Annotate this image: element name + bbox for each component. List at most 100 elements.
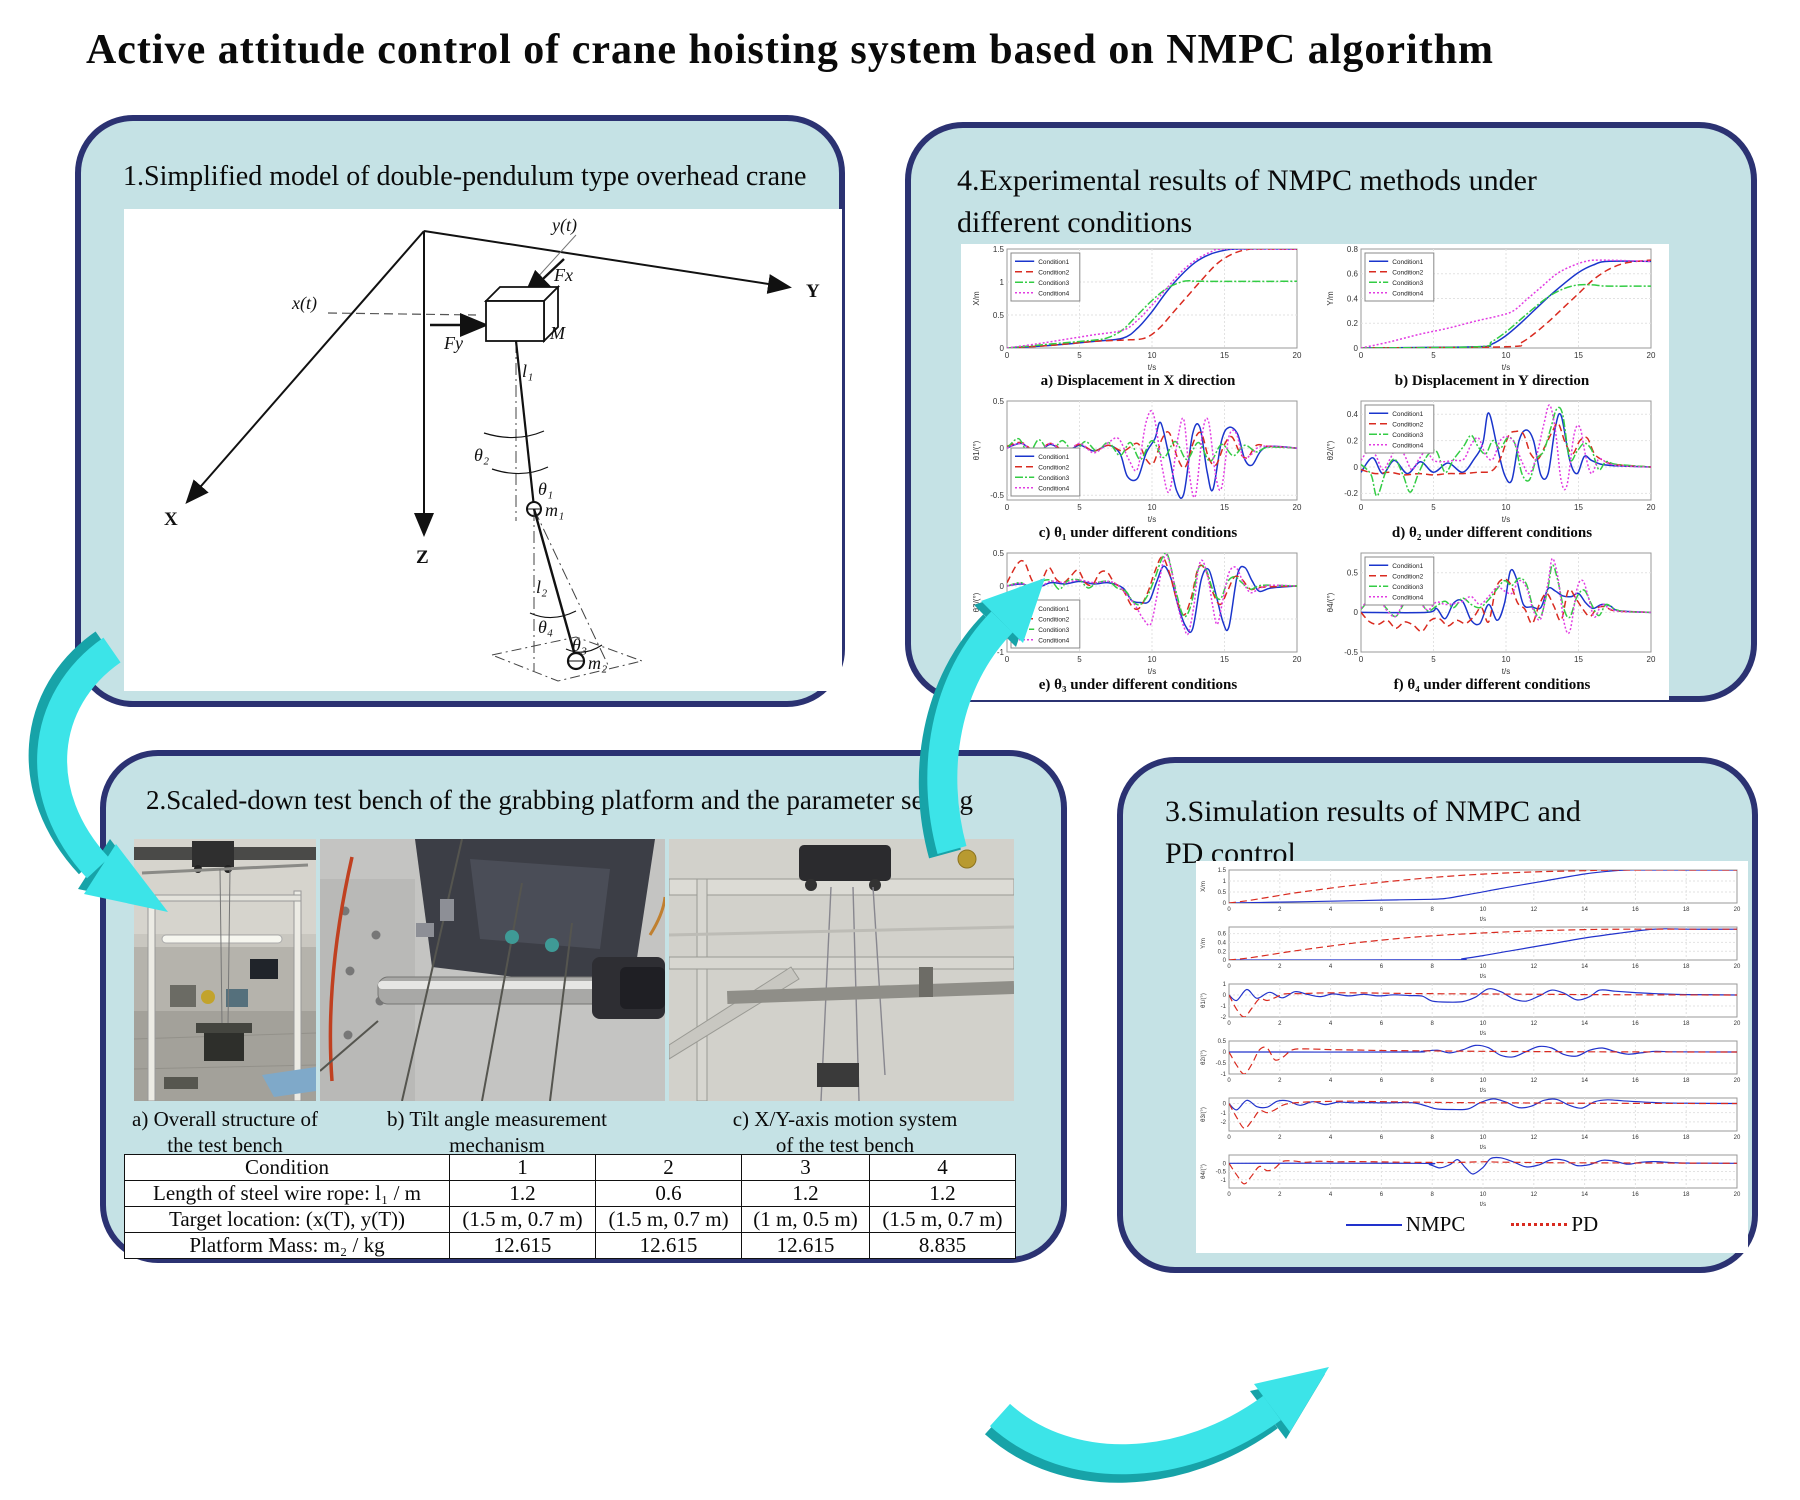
simulation-legend: NMPC PD xyxy=(1196,1212,1748,1237)
chart-caption: b) Displacement in Y direction xyxy=(1394,373,1590,389)
svg-text:Condition4: Condition4 xyxy=(1038,485,1069,492)
svg-text:12: 12 xyxy=(1530,1192,1537,1198)
svg-text:0.5: 0.5 xyxy=(1218,890,1227,896)
svg-text:θ2/(°): θ2/(°) xyxy=(1201,1050,1207,1065)
svg-text:2: 2 xyxy=(1278,964,1282,970)
svg-text:-2: -2 xyxy=(1221,1015,1227,1021)
crane-model-diagram: Y X Z x(t) y(t) Fx Fy M l₁ θ₂ θ₁ xyxy=(124,209,842,691)
svg-text:0: 0 xyxy=(1227,1078,1231,1084)
svg-text:20: 20 xyxy=(1734,1021,1741,1027)
svg-text:-0.5: -0.5 xyxy=(990,491,1004,500)
svg-text:5: 5 xyxy=(1431,503,1436,512)
svg-text:θ4/(°): θ4/(°) xyxy=(1201,1164,1207,1179)
svg-text:X/m: X/m xyxy=(972,291,981,306)
svg-text:6: 6 xyxy=(1380,964,1384,970)
svg-text:0: 0 xyxy=(1227,1135,1231,1141)
svg-text:Condition1: Condition1 xyxy=(1392,563,1423,570)
svg-text:4: 4 xyxy=(1329,1021,1333,1027)
svg-text:0: 0 xyxy=(1354,463,1359,472)
svg-text:Condition2: Condition2 xyxy=(1038,269,1069,276)
svg-text:10: 10 xyxy=(1480,1021,1487,1027)
svg-text:Condition4: Condition4 xyxy=(1392,594,1423,601)
label-theta1: θ₁ xyxy=(538,479,553,499)
svg-text:0.2: 0.2 xyxy=(1218,949,1227,955)
svg-text:Condition3: Condition3 xyxy=(1038,280,1069,287)
crane-diagram-svg: Y X Z x(t) y(t) Fx Fy M l₁ θ₂ θ₁ xyxy=(164,215,820,682)
svg-text:5: 5 xyxy=(1431,655,1436,664)
svg-text:10: 10 xyxy=(1502,351,1511,360)
svg-text:t/s: t/s xyxy=(1502,515,1510,524)
svg-text:Condition3: Condition3 xyxy=(1038,475,1069,482)
svg-text:18: 18 xyxy=(1683,1135,1690,1141)
svg-text:1: 1 xyxy=(1223,982,1227,988)
svg-text:Y/m: Y/m xyxy=(1326,291,1335,306)
figure-title: Active attitude control of crane hoistin… xyxy=(85,27,1495,73)
svg-text:6: 6 xyxy=(1380,1078,1384,1084)
svg-text:0: 0 xyxy=(1223,958,1227,964)
svg-text:Condition2: Condition2 xyxy=(1038,464,1069,471)
svg-text:20: 20 xyxy=(1734,1078,1741,1084)
svg-text:20: 20 xyxy=(1734,1192,1741,1198)
svg-text:0: 0 xyxy=(1227,907,1231,913)
label-m: M xyxy=(549,323,566,343)
svg-text:5: 5 xyxy=(1077,655,1082,664)
svg-text:t/s: t/s xyxy=(1480,1145,1486,1151)
svg-text:0.5: 0.5 xyxy=(993,549,1005,558)
label-fy: Fy xyxy=(443,333,463,353)
svg-text:t/s: t/s xyxy=(1148,515,1156,524)
rope-l2 xyxy=(532,508,578,660)
svg-text:0.4: 0.4 xyxy=(1347,410,1359,419)
svg-text:0.5: 0.5 xyxy=(993,311,1005,320)
nmpc-line-sample xyxy=(1345,1223,1402,1226)
svg-text:10: 10 xyxy=(1148,351,1157,360)
svg-text:Condition2: Condition2 xyxy=(1392,573,1423,580)
label-theta4: θ₄ xyxy=(538,617,553,637)
chart-caption: f) θ₄ under different conditions xyxy=(1393,677,1591,693)
svg-text:10: 10 xyxy=(1148,503,1157,512)
svg-text:t/s: t/s xyxy=(1148,667,1156,676)
svg-text:θ2/(°): θ2/(°) xyxy=(1326,440,1335,460)
svg-text:14: 14 xyxy=(1581,1078,1588,1084)
panel-test-bench: 2.Scaled-down test bench of the grabbing… xyxy=(100,750,1067,1263)
svg-text:12: 12 xyxy=(1530,907,1537,913)
theta1-arc xyxy=(491,466,549,475)
svg-text:15: 15 xyxy=(1220,655,1229,664)
svg-text:10: 10 xyxy=(1480,1135,1487,1141)
svg-text:0.5: 0.5 xyxy=(1347,569,1359,578)
photo-caption-c: c) X/Y-axis motion system of the test be… xyxy=(732,1107,958,1158)
svg-text:θ3/(°): θ3/(°) xyxy=(1201,1107,1207,1122)
svg-text:Condition2: Condition2 xyxy=(1392,421,1423,428)
svg-text:0: 0 xyxy=(1000,444,1005,453)
photo-row xyxy=(134,839,1014,1101)
svg-text:0: 0 xyxy=(1359,351,1364,360)
label-xt: x(t) xyxy=(291,293,317,314)
svg-text:20: 20 xyxy=(1647,503,1656,512)
svg-text:14: 14 xyxy=(1581,907,1588,913)
svg-text:20: 20 xyxy=(1734,964,1741,970)
svg-text:20: 20 xyxy=(1647,351,1656,360)
panel-simulation-results: 3.Simulation results of NMPC and PD cont… xyxy=(1117,757,1758,1273)
table-header-cell: 2 xyxy=(595,1154,743,1181)
svg-text:0: 0 xyxy=(1005,351,1010,360)
table-cell: (1.5 m, 0.7 m) xyxy=(868,1206,1017,1233)
svg-text:8: 8 xyxy=(1431,1078,1435,1084)
table-cell: 1.2 xyxy=(448,1180,597,1207)
photo-overall-structure xyxy=(134,839,316,1101)
svg-text:5: 5 xyxy=(1077,351,1082,360)
svg-text:12: 12 xyxy=(1530,1135,1537,1141)
table-header-cell: 1 xyxy=(448,1154,597,1181)
svg-text:Condition3: Condition3 xyxy=(1392,432,1423,439)
svg-text:-1: -1 xyxy=(997,648,1005,657)
svg-text:16: 16 xyxy=(1632,907,1639,913)
label-l1: l₁ xyxy=(522,361,533,381)
svg-text:5: 5 xyxy=(1431,351,1436,360)
